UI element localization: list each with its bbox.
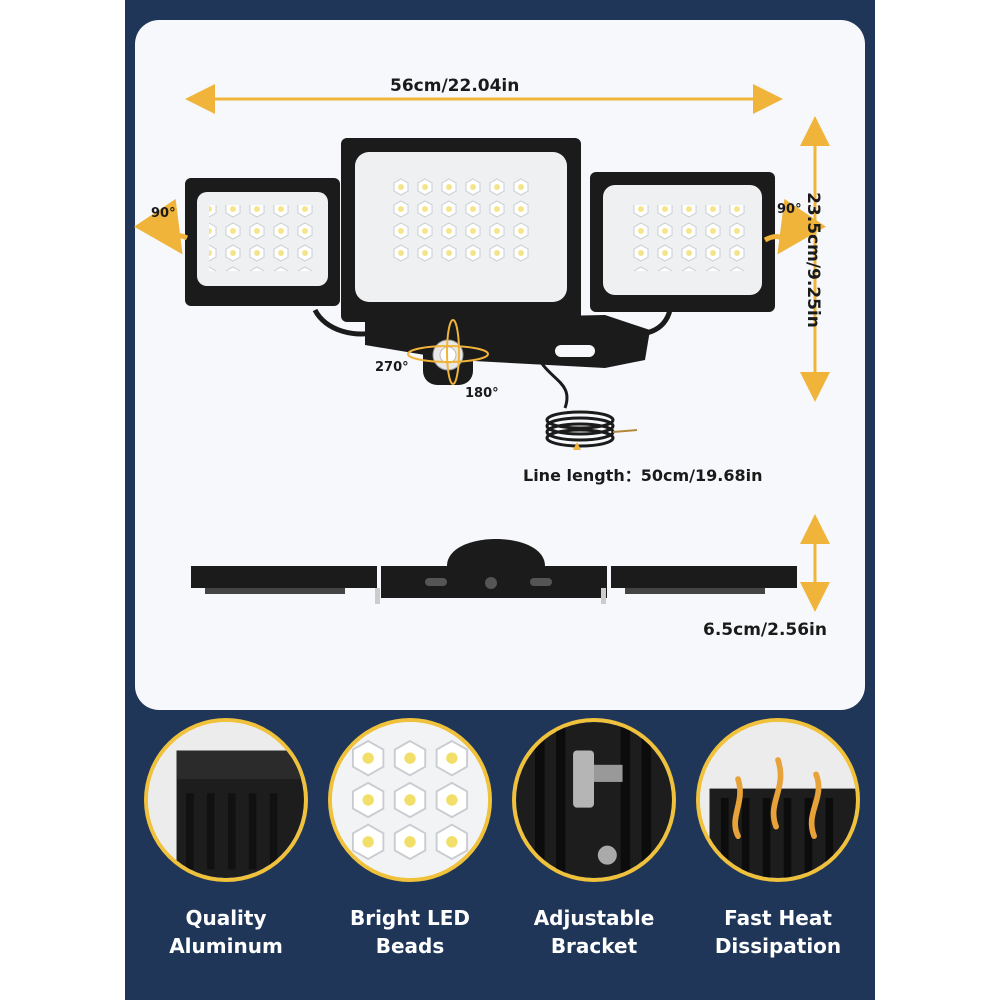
width-label: 56cm/22.04in <box>390 76 520 96</box>
feature-label-line1: Quality <box>185 906 267 930</box>
feature-label-line2: Beads <box>375 934 445 958</box>
sensor-vertical-label: 180° <box>465 386 499 401</box>
left-rotation-label: 90° <box>151 206 176 221</box>
feature-label-line2: Bracket <box>550 934 638 958</box>
line-length-label: Line length：50cm/19.68in <box>523 466 763 485</box>
motion-sensor <box>407 319 489 385</box>
left-light-panel <box>185 178 340 306</box>
feature-label-line2: Dissipation <box>714 934 842 958</box>
depth-label: 6.5cm/2.56in <box>703 620 827 640</box>
center-light-panel <box>341 138 581 322</box>
right-rotation-label: 90° <box>777 202 802 217</box>
right-light-panel <box>590 172 775 312</box>
feature-bright-led: Bright LED Beads <box>324 718 496 960</box>
feature-label-line1: Fast Heat <box>724 906 832 930</box>
feature-label-line1: Adjustable <box>533 906 655 930</box>
bracket-icon <box>512 718 676 882</box>
height-label: 23.5cm/9.25in <box>802 192 823 328</box>
side-view-fixture <box>191 539 797 604</box>
led-beads-icon <box>328 718 492 882</box>
feature-label-line1: Bright LED <box>349 906 471 930</box>
floodlight-illustration <box>134 84 830 612</box>
feature-label-line2: Aluminum <box>169 934 283 958</box>
aluminum-housing-icon <box>144 718 308 882</box>
heat-dissipation-icon <box>696 718 860 882</box>
sensor-horizontal-label: 270° <box>375 360 409 375</box>
product-image-frame: 56cm/22.04in 23.5cm/9.25in Line length：5… <box>125 0 875 1000</box>
